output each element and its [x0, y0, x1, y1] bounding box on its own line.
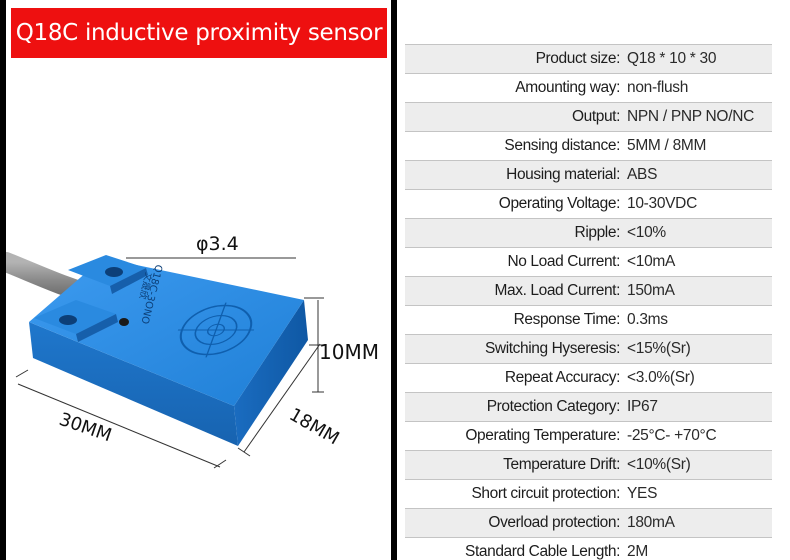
spec-label: Response Time: [513, 311, 621, 328]
spec-value: -25°C- +70°C [627, 427, 717, 444]
spec-label: Amounting way: [515, 79, 620, 96]
length-dimension-line [17, 383, 221, 468]
spec-label: Standard Cable Length: [465, 543, 620, 560]
spec-row: Repeat Accuracy: <3.0%(Sr) [405, 363, 772, 392]
spec-value: 5MM / 8MM [627, 137, 707, 154]
spec-panel: Product size: Q18 * 10 * 30 Amounting way… [397, 0, 790, 560]
spec-value: <10%(Sr) [627, 456, 691, 473]
spec-label: Protection Category: [486, 398, 621, 415]
spec-value: IP67 [627, 398, 658, 415]
spec-table: Product size: Q18 * 10 * 30 Amounting way… [405, 44, 772, 560]
led-indicator [119, 318, 129, 326]
spec-row: No Load Current: <10mA [405, 247, 772, 276]
spec-row: Output: NPN / PNP NO/NC [405, 102, 772, 131]
spec-row: Response Time: 0.3ms [405, 305, 772, 334]
spec-value: ABS [627, 166, 658, 183]
spec-label: Sensing distance: [504, 137, 620, 154]
spec-row: Max. Load Current: 150mA [405, 276, 772, 305]
height-label: 10MM [319, 340, 379, 364]
spec-label: Housing material: [506, 166, 620, 183]
spec-label: Output: [571, 108, 620, 125]
diameter-label: φ3.4 [196, 233, 239, 255]
sensor-side-face [234, 300, 308, 446]
spec-label: Operating Voltage: [498, 195, 621, 212]
spec-row: Ripple: <10% [405, 218, 772, 247]
spec-value: <3.0%(Sr) [627, 369, 695, 386]
spec-label: No Load Current: [507, 253, 620, 270]
product-title-banner: Q18C inductive proximity sensor [11, 8, 387, 58]
length-label: 30MM [56, 409, 114, 446]
spec-label: Short circuit protection: [471, 485, 620, 502]
spec-row: Temperature Drift: <10%(Sr) [405, 450, 772, 479]
spec-value: <10mA [627, 253, 676, 270]
spec-label: Operating Temperature: [465, 427, 620, 444]
spec-value: <10% [627, 224, 666, 241]
spec-row: Protection Category: IP67 [405, 392, 772, 421]
spec-row: Standard Cable Length: 2M [405, 537, 772, 560]
product-image-panel: Q18C inductive proximity sensor [6, 0, 391, 560]
width-dimension-line [243, 343, 321, 453]
spec-value: Q18 * 10 * 30 [627, 50, 717, 67]
sensing-face-target-icon [177, 302, 255, 358]
spec-row: Amounting way: non-flush [405, 73, 772, 102]
spec-value: <15%(Sr) [627, 340, 691, 357]
spec-row: Operating Voltage: 10-30VDC [405, 189, 772, 218]
spec-value: 180mA [627, 514, 675, 531]
spec-row: Product size: Q18 * 10 * 30 [405, 44, 772, 73]
sensor-front-face [29, 322, 238, 446]
sensor-top-face [29, 258, 304, 406]
spec-value: 2M [627, 543, 648, 560]
spec-value: 0.3ms [627, 311, 668, 328]
spec-row: Short circuit protection: YES [405, 479, 772, 508]
spec-row: Operating Temperature: -25°C- +70°C [405, 421, 772, 450]
width-label: 18MM [286, 404, 343, 449]
mounting-hole-back [105, 267, 123, 277]
spec-label: Repeat Accuracy: [504, 369, 621, 386]
spec-label: Ripple: [574, 224, 621, 241]
spec-value: non-flush [627, 79, 689, 96]
sensor-illustration: Q18C-3ONO 文晟欣 φ3.4 10MM 30MM 18MM [6, 233, 379, 469]
spec-label: Switching Hyseresis: [484, 340, 620, 357]
spec-row: Overload protection: 180mA [405, 508, 772, 537]
spec-label: Max. Load Current: [494, 282, 621, 299]
spec-row: Sensing distance: 5MM / 8MM [405, 131, 772, 160]
spec-label: Overload protection: [488, 514, 620, 531]
mounting-hole-front [59, 315, 77, 325]
spec-value: NPN / PNP NO/NC [627, 108, 754, 125]
spec-value: 150mA [627, 282, 675, 299]
spec-label: Product size: [535, 50, 621, 67]
spec-value: YES [627, 485, 658, 502]
spec-value: 10-30VDC [627, 195, 697, 212]
spec-row: Housing material: ABS [405, 160, 772, 189]
spec-label: Temperature Drift: [503, 456, 620, 473]
spec-row: Switching Hyseresis: <15%(Sr) [405, 334, 772, 363]
